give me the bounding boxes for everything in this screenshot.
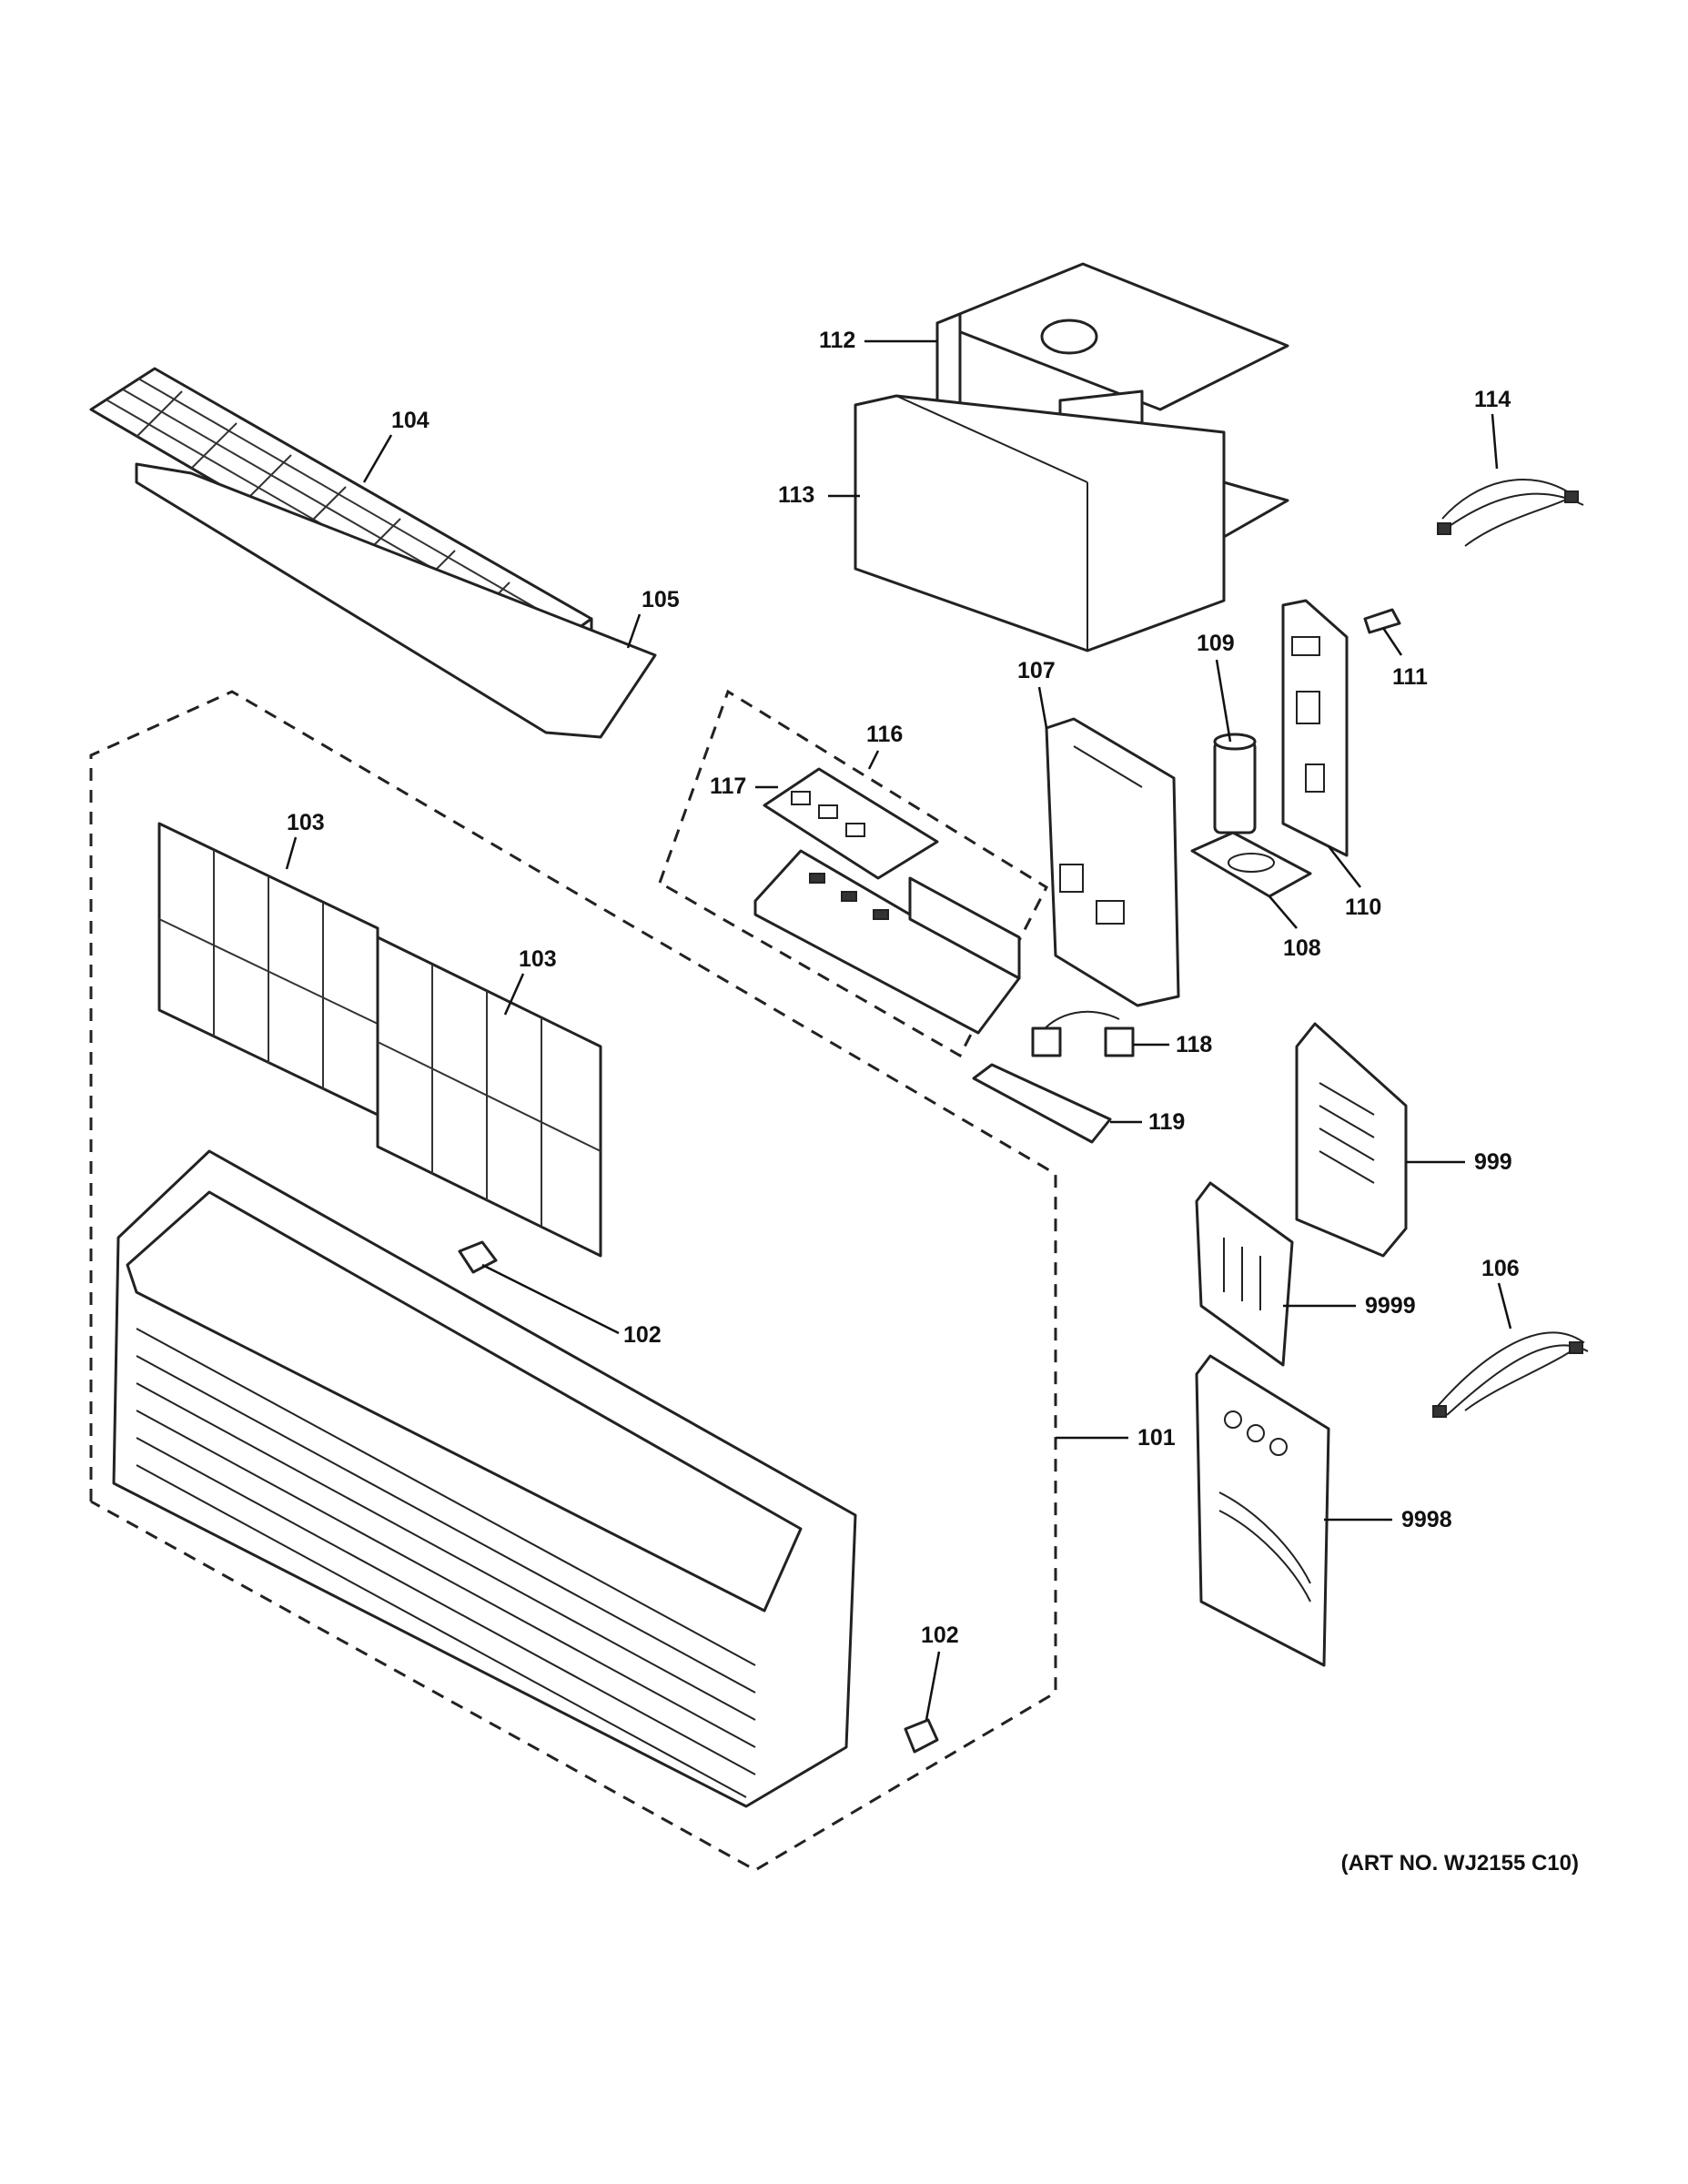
label-118: 118 — [1176, 1032, 1212, 1057]
part-118-connector — [1031, 1010, 1135, 1057]
label-114: 114 — [1474, 387, 1511, 412]
part-111-sensor — [1363, 608, 1401, 634]
part-103-filter-right — [376, 935, 602, 1258]
label-112: 112 — [819, 328, 855, 353]
label-119: 119 — [1148, 1109, 1185, 1135]
label-116: 116 — [866, 722, 903, 747]
part-102-clip-upper — [458, 1240, 498, 1274]
label-105: 105 — [642, 587, 680, 612]
part-109-capacitor — [1213, 733, 1257, 834]
callout-labels: 104 105 103 103 112 113 116 117 107 109 … — [287, 328, 1520, 1648]
part-105-filter-sheet — [135, 462, 657, 739]
part-116-control-housing — [753, 849, 1021, 1035]
part-107-control-bracket — [1045, 717, 1180, 1007]
part-103-filter-left — [157, 822, 379, 1117]
label-101: 101 — [1137, 1425, 1176, 1451]
label-9998: 9998 — [1401, 1507, 1452, 1532]
label-109: 109 — [1197, 631, 1235, 656]
part-106-wire-harness — [1432, 1331, 1589, 1418]
label-104: 104 — [391, 408, 430, 433]
label-106: 106 — [1481, 1256, 1520, 1281]
part-117-control-overlay — [763, 767, 939, 880]
part-101-dashed-group — [89, 690, 1057, 1872]
part-114-wire-harness — [1437, 478, 1584, 547]
label-999: 999 — [1474, 1149, 1512, 1175]
leader-lines — [285, 339, 1512, 1721]
label-111: 111 — [1392, 664, 1428, 690]
part-999-manual — [1295, 1022, 1408, 1258]
label-102-upper: 102 — [623, 1322, 662, 1348]
art-number: (ART NO. WJ2155 C10) — [1341, 1851, 1579, 1876]
label-110: 110 — [1345, 895, 1381, 920]
part-119-display-board — [972, 1063, 1112, 1144]
label-117: 117 — [710, 774, 746, 799]
label-103-right: 103 — [519, 946, 557, 972]
part-108-capacitor-bracket — [1190, 831, 1312, 898]
label-107: 107 — [1017, 658, 1056, 683]
label-102-lower: 102 — [921, 1623, 959, 1648]
label-108: 108 — [1283, 935, 1321, 961]
part-113-control-box-cover — [854, 394, 1289, 652]
label-113: 113 — [778, 482, 814, 508]
part-102-clip-lower — [904, 1718, 939, 1754]
part-101-front-cover — [112, 1149, 857, 1808]
part-110-control-board — [1281, 599, 1349, 857]
part-116-dashed-group — [658, 689, 1048, 1058]
label-9999: 9999 — [1365, 1293, 1416, 1319]
part-9998-wire-nut-bag — [1195, 1354, 1330, 1667]
label-103-left: 103 — [287, 810, 325, 835]
part-9999-hardware-bag — [1195, 1181, 1294, 1367]
